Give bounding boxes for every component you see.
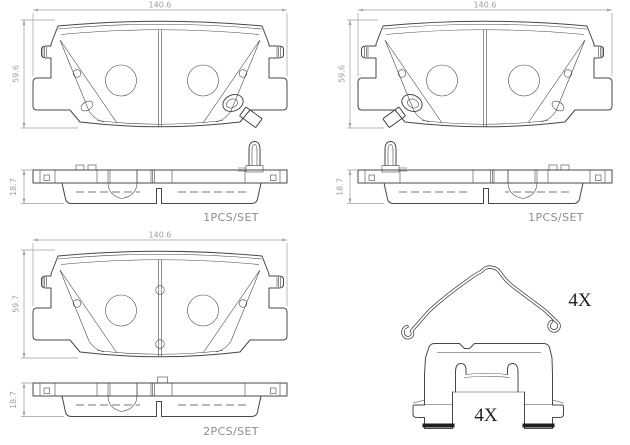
- quadrant-pad-sensor-left: 140.6 59.6 18.7 1PCS/SET: [336, 1, 613, 224]
- dimension-thickness: 18.7: [336, 169, 384, 204]
- pad-side-view: [33, 142, 287, 204]
- dimension-width: 140.6: [357, 1, 613, 76]
- pad-side-view: [32, 382, 288, 417]
- clip-quantity-label: 4X: [474, 405, 498, 426]
- dimension-height: 59.7: [12, 249, 78, 359]
- quantity-label: 2PCS/SET: [203, 425, 259, 438]
- quantity-label: 1PCS/SET: [203, 211, 259, 224]
- quadrant-pad-sensor-right: 140.6 59.6 18.7 1PCS/SET: [9, 1, 288, 224]
- dimension-width: 140.6: [32, 231, 288, 306]
- abutment-clip: [412, 343, 564, 429]
- pad-front-view: [33, 21, 287, 127]
- dim-height-label: 59.7: [12, 295, 21, 313]
- dim-width-label: 140.6: [474, 1, 497, 10]
- dimension-height: 59.6: [338, 19, 384, 129]
- dim-thickness-label: 18.7: [9, 391, 18, 409]
- pad-side-view: [358, 142, 612, 204]
- dimension-width: 140.6: [32, 1, 288, 76]
- spring-clip: [401, 265, 561, 340]
- side-view-tab: [157, 376, 168, 384]
- dim-height-label: 59.6: [338, 65, 347, 83]
- dim-thickness-label: 18.7: [336, 178, 345, 196]
- pad-front-view: [32, 250, 288, 358]
- dimension-thickness: 18.7: [9, 382, 64, 417]
- dim-thickness-label: 18.7: [9, 178, 18, 196]
- dim-height-label: 59.6: [12, 65, 21, 83]
- quadrant-pad-no-sensor: 140.6 59.7 18.7 2PCS/SET: [9, 231, 288, 438]
- dim-width-label: 140.6: [149, 1, 172, 10]
- quadrant-accessories: 4X 4X: [401, 265, 592, 429]
- dimension-thickness: 18.7: [9, 169, 64, 204]
- slot-hole-bottom: [155, 339, 165, 349]
- dimension-height: 59.6: [12, 19, 78, 129]
- spring-quantity-label: 4X: [568, 290, 592, 311]
- dim-width-label: 140.6: [149, 231, 172, 240]
- pad-front-view: [358, 21, 612, 127]
- slot-hole-top: [155, 285, 165, 295]
- quantity-label: 1PCS/SET: [528, 211, 584, 224]
